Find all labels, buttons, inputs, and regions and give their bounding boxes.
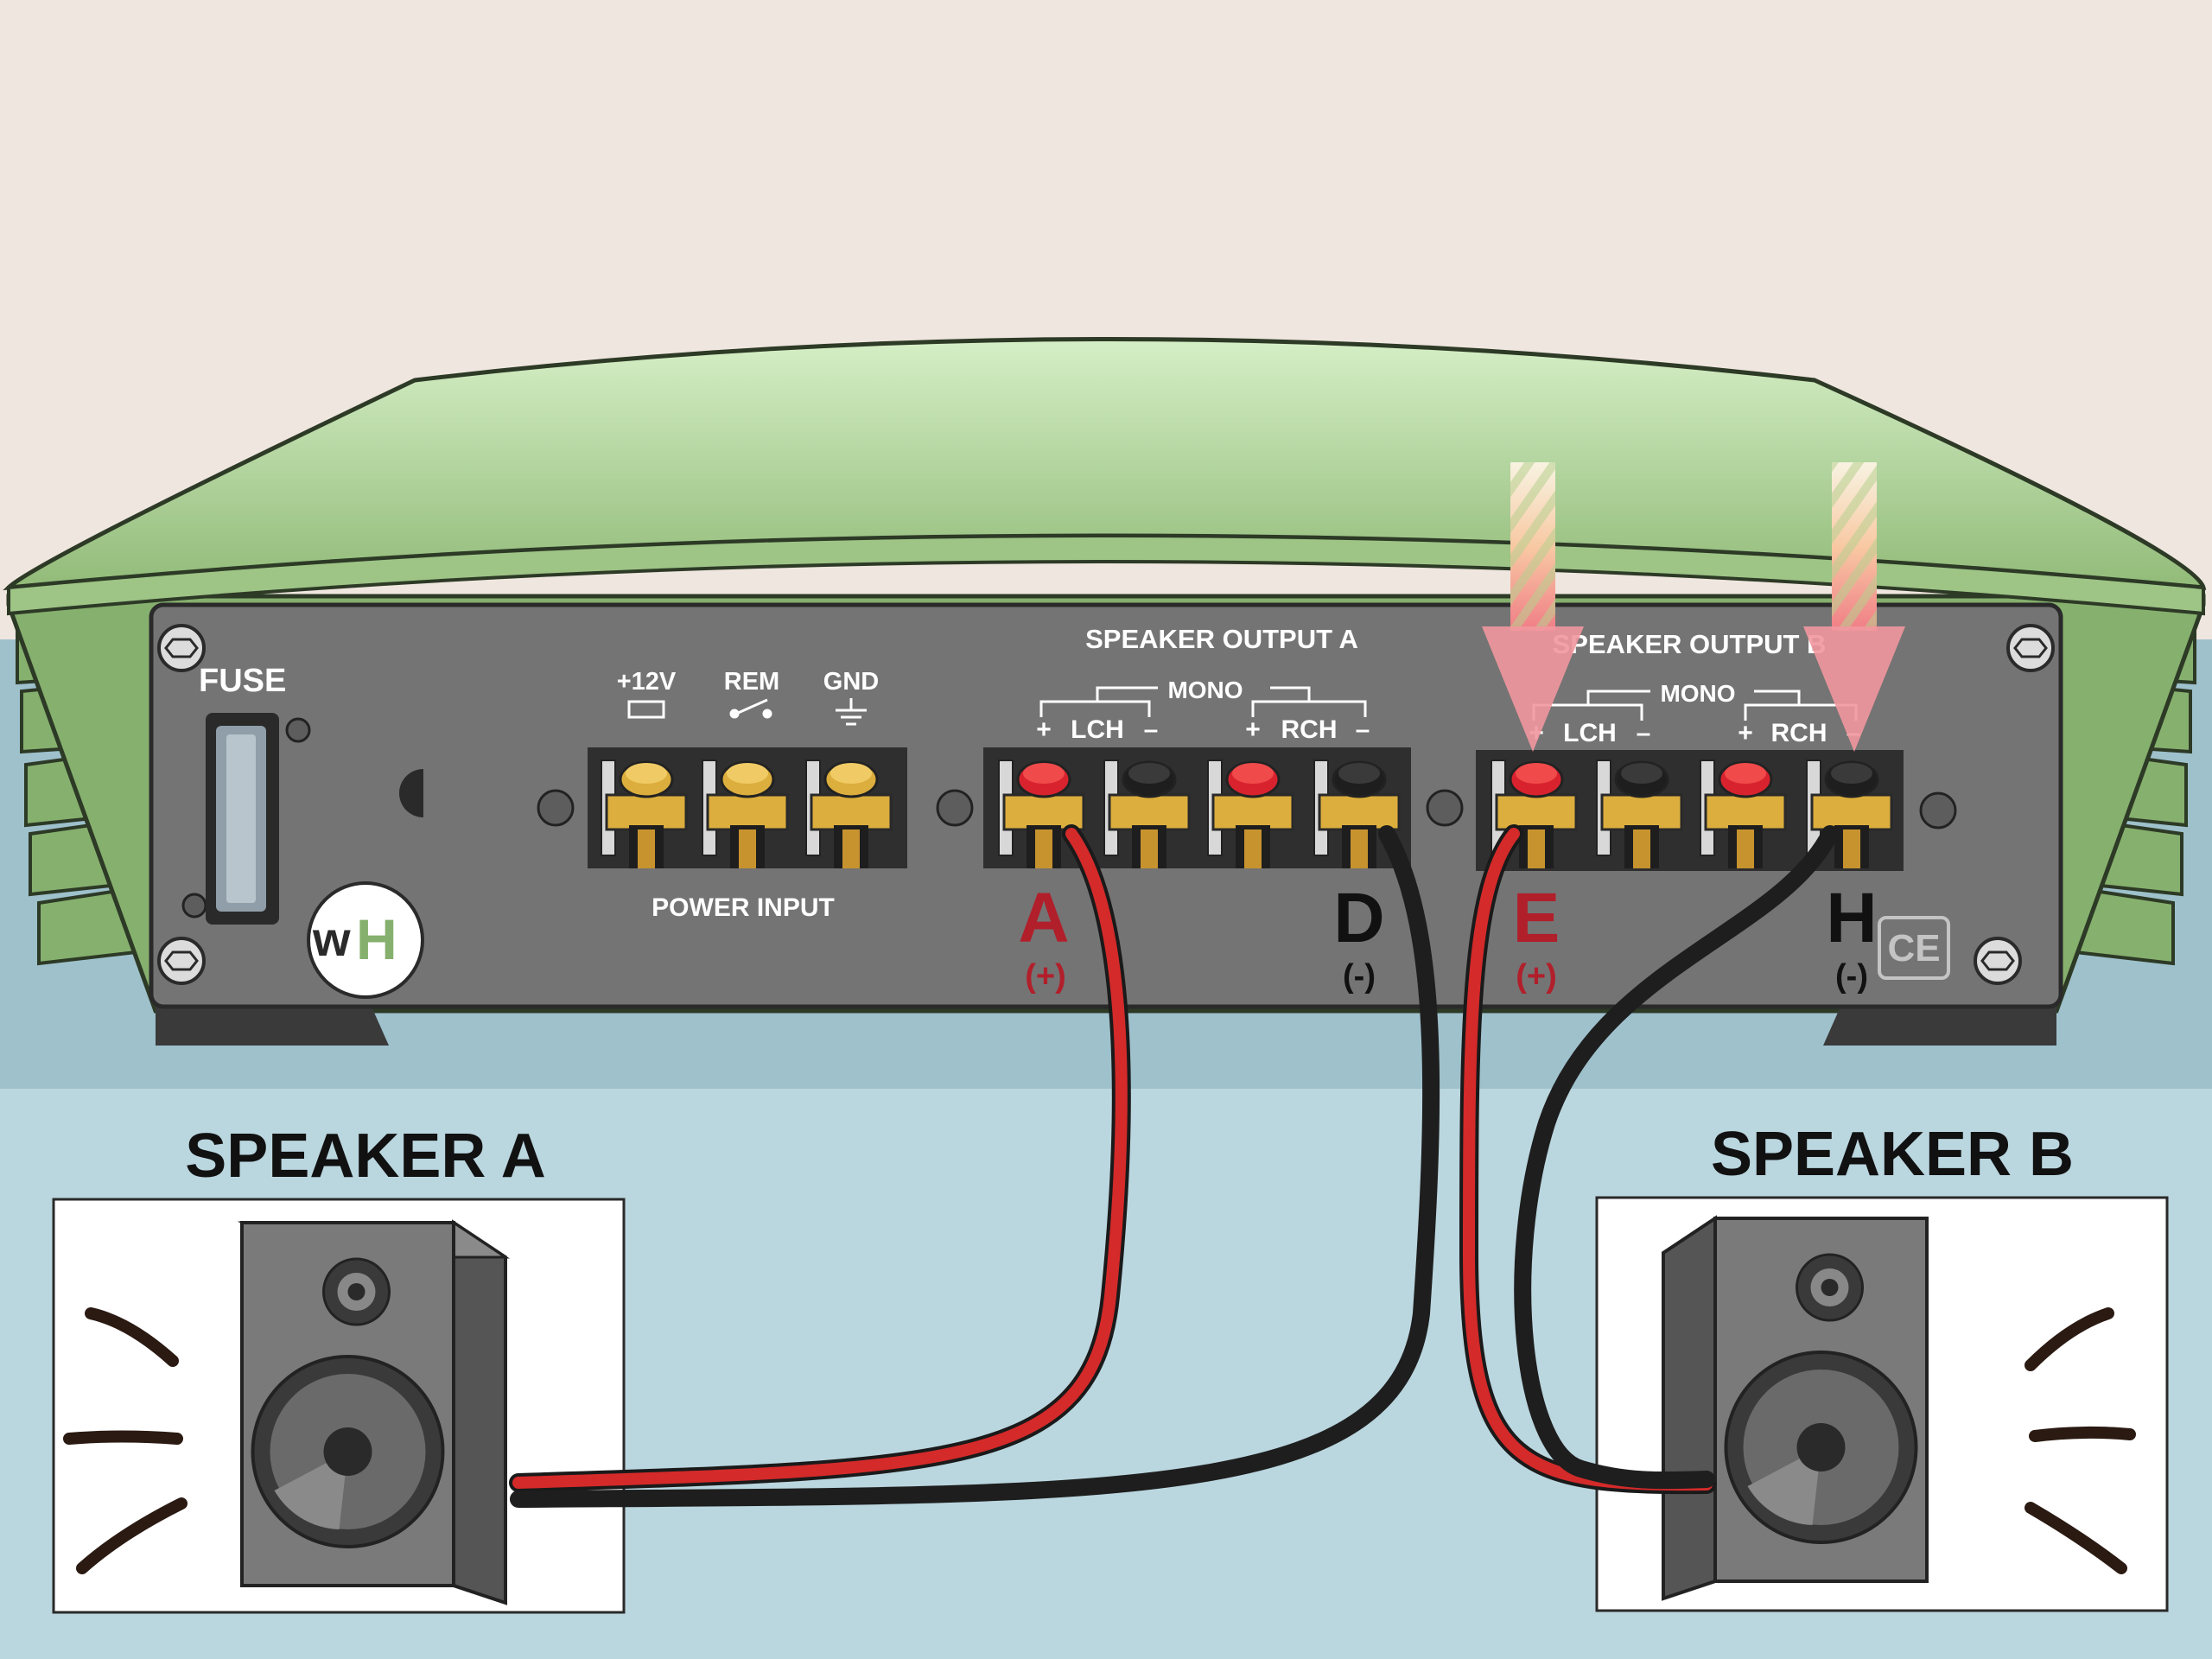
terminal-g[interactable] xyxy=(1700,760,1787,868)
ce-mark: CE xyxy=(1887,927,1940,969)
arrow-down-icon-terminal-e xyxy=(1482,462,1584,752)
output-a-lch-minus: – xyxy=(1144,715,1159,744)
speaker-wires xyxy=(509,824,1839,1508)
terminal-gnd[interactable] xyxy=(805,760,893,868)
wire-black-h[interactable] xyxy=(1514,825,1839,1490)
screw-heads xyxy=(164,638,2048,971)
speaker-output-b-mono: MONO xyxy=(1660,680,1735,707)
output-a-rch-label: RCH xyxy=(1281,715,1338,744)
power-symbols xyxy=(627,698,867,726)
logo-w: w xyxy=(312,912,351,966)
speaker-output-a-title: SPEAKER OUTPUT A xyxy=(1085,624,1358,654)
terminal-label-a: A xyxy=(1018,879,1069,957)
terminals xyxy=(601,760,1893,868)
speaker-b-icon xyxy=(1662,1215,1929,1601)
wikihow-logo xyxy=(307,881,424,999)
amplifier-top-edge xyxy=(7,534,2205,616)
sound-line xyxy=(2029,1426,2136,1442)
terminal-polarity-d: (-) xyxy=(1343,958,1376,995)
power-terminal-label-12v: +12V xyxy=(617,668,677,696)
sound-line xyxy=(2024,1307,2114,1371)
output-b-rch-plus: + xyxy=(1738,719,1753,747)
indicator xyxy=(399,769,423,817)
ce-mark-box xyxy=(1878,916,1950,980)
speaker-output-a-mono: MONO xyxy=(1167,677,1243,703)
amp-foot-right xyxy=(1823,1007,2056,1046)
output-a-rch-minus: – xyxy=(1356,715,1370,744)
speaker-a-label: SPEAKER A xyxy=(185,1122,545,1191)
terminal-h[interactable] xyxy=(1806,760,1893,868)
power-terminal-label-rem: REM xyxy=(724,668,779,696)
amp-foot-left xyxy=(156,1007,389,1046)
terminal-label-e: E xyxy=(1513,879,1560,957)
terminal-label-h: H xyxy=(1826,879,1877,957)
terminal-a[interactable] xyxy=(998,760,1085,868)
fuse-window xyxy=(226,734,256,903)
output-a-lch-plus: + xyxy=(1036,715,1052,744)
speaker-b-label: SPEAKER B xyxy=(1711,1120,2074,1189)
power-terminal-label-gnd: GND xyxy=(823,668,879,696)
terminal-polarity-e: (+) xyxy=(1516,958,1557,995)
terminal-e[interactable] xyxy=(1491,760,1578,868)
output-b-lch-minus: – xyxy=(1637,719,1651,747)
sound-line xyxy=(2024,1502,2127,1574)
output-b-lch-label: LCH xyxy=(1563,719,1617,747)
terminal-label-d: D xyxy=(1333,879,1384,957)
terminal-12v[interactable] xyxy=(601,760,688,868)
wire-black-d[interactable] xyxy=(510,825,1440,1508)
speaker-output-b-title: SPEAKER OUTPUT B xyxy=(1553,629,1827,659)
terminal-d[interactable] xyxy=(1313,760,1401,868)
terminal-b[interactable] xyxy=(1103,760,1191,868)
sound-line xyxy=(76,1497,188,1574)
arrow-down-icon-terminal-h xyxy=(1803,462,1905,752)
terminal-c[interactable] xyxy=(1207,760,1294,868)
speakers xyxy=(63,1215,2136,1605)
sound-line xyxy=(85,1307,179,1367)
logo-h: H xyxy=(356,907,397,971)
output-a-lch-label: LCH xyxy=(1071,715,1124,744)
sound-line xyxy=(63,1430,183,1445)
terminal-f[interactable] xyxy=(1596,760,1683,868)
output-b-rch-label: RCH xyxy=(1771,719,1827,747)
sound-wave-lines xyxy=(63,1307,2136,1574)
output-a-rch-plus: + xyxy=(1245,715,1261,744)
speaker-a-icon xyxy=(238,1219,510,1605)
terminal-polarity-h: (-) xyxy=(1835,958,1868,995)
speaker-output-a-brackets xyxy=(1039,686,1367,717)
fuse-label: FUSE xyxy=(199,663,286,699)
terminal-polarity-a: (+) xyxy=(1025,958,1066,995)
terminal-rem[interactable] xyxy=(702,760,789,868)
power-input-caption: POWER INPUT xyxy=(652,893,835,922)
panel-screws xyxy=(157,624,2055,985)
panel-small-screws xyxy=(181,717,1957,918)
